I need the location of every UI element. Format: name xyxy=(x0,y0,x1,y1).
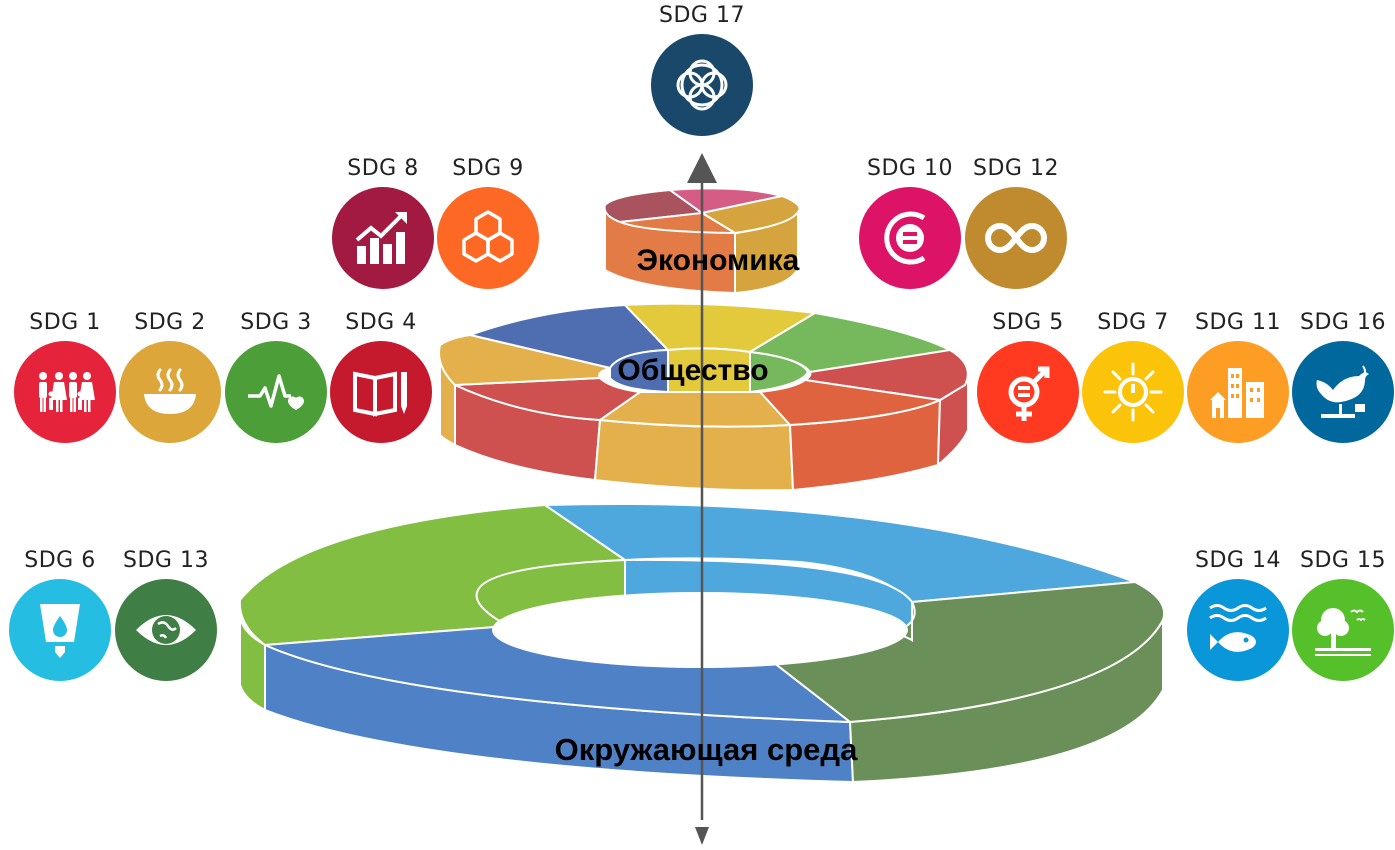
people-icon xyxy=(33,360,97,424)
cubes-icon xyxy=(456,206,520,270)
sdg8-label: SDG 8 xyxy=(347,156,419,181)
sdg3-label: SDG 3 xyxy=(240,310,312,335)
sdg16-label: SDG 16 xyxy=(1300,310,1386,335)
sdg15-badge xyxy=(1292,579,1394,681)
sdg9-badge xyxy=(437,187,539,289)
economy-disc xyxy=(603,187,801,295)
sdg16-badge xyxy=(1292,341,1394,443)
flower-rings-icon xyxy=(670,53,734,117)
infinity-icon xyxy=(984,206,1048,270)
sdg11-badge xyxy=(1187,341,1289,443)
soc-top-gold xyxy=(597,391,793,428)
dove-gavel-icon xyxy=(1311,360,1375,424)
soc-inner-green xyxy=(749,350,810,394)
sdg4-badge xyxy=(330,341,432,443)
environment-ring xyxy=(238,502,1166,784)
sdg14-label: SDG 14 xyxy=(1195,548,1281,573)
sdg17-badge xyxy=(651,34,753,136)
city-icon xyxy=(1206,360,1270,424)
sdg5-label: SDG 5 xyxy=(992,310,1064,335)
sdg12-label: SDG 12 xyxy=(973,156,1059,181)
sdg2-label: SDG 2 xyxy=(134,310,206,335)
sdg8-badge xyxy=(332,187,434,289)
soc-top-orange-left xyxy=(438,333,614,387)
sdg10-badge xyxy=(859,187,961,289)
soc-side-gold xyxy=(593,418,795,492)
sdg7-badge xyxy=(1082,341,1184,443)
soc-top-orange xyxy=(757,378,944,427)
sdg7-label: SDG 7 xyxy=(1097,310,1169,335)
fish-icon xyxy=(1206,598,1270,662)
soc-top-red-left xyxy=(454,376,643,422)
layer-title-environment: Окружающая среда xyxy=(554,732,858,767)
sdg6-badge xyxy=(9,579,111,681)
society-ring xyxy=(438,302,969,492)
sdg13-badge xyxy=(115,579,217,681)
sdg15-label: SDG 15 xyxy=(1300,548,1386,573)
sdg9-label: SDG 9 xyxy=(452,156,524,181)
gender-icon xyxy=(996,360,1060,424)
sdg12-badge xyxy=(965,187,1067,289)
layer-title-economy: Экономика xyxy=(636,244,800,277)
sdg4-label: SDG 4 xyxy=(345,310,417,335)
sdg10-label: SDG 10 xyxy=(867,156,953,181)
sdg6-label: SDG 6 xyxy=(24,548,96,573)
bowl-icon xyxy=(138,360,202,424)
equality-icon xyxy=(878,206,942,270)
sdg2-badge xyxy=(119,341,221,443)
sdg14-badge xyxy=(1187,579,1289,681)
axis-arrow-bottom-head xyxy=(695,827,709,845)
eye-globe-icon xyxy=(134,598,198,662)
sdg1-badge xyxy=(14,341,116,443)
sdg1-label: SDG 1 xyxy=(29,310,101,335)
layer-title-society: Общество xyxy=(617,354,769,387)
eco-top-orange xyxy=(619,211,739,235)
sdg17-label: SDG 17 xyxy=(659,3,745,28)
book-icon xyxy=(349,360,413,424)
growth-chart-icon xyxy=(351,206,415,270)
tree-icon xyxy=(1311,598,1375,662)
eco-top-gold xyxy=(699,194,801,235)
env-hole xyxy=(492,592,908,668)
sun-power-icon xyxy=(1101,360,1165,424)
sdg5-badge xyxy=(977,341,1079,443)
sdg13-label: SDG 13 xyxy=(123,548,209,573)
heartbeat-icon xyxy=(244,360,308,424)
sdg11-label: SDG 11 xyxy=(1195,310,1281,335)
sdg3-badge xyxy=(225,341,327,443)
water-icon xyxy=(28,598,92,662)
